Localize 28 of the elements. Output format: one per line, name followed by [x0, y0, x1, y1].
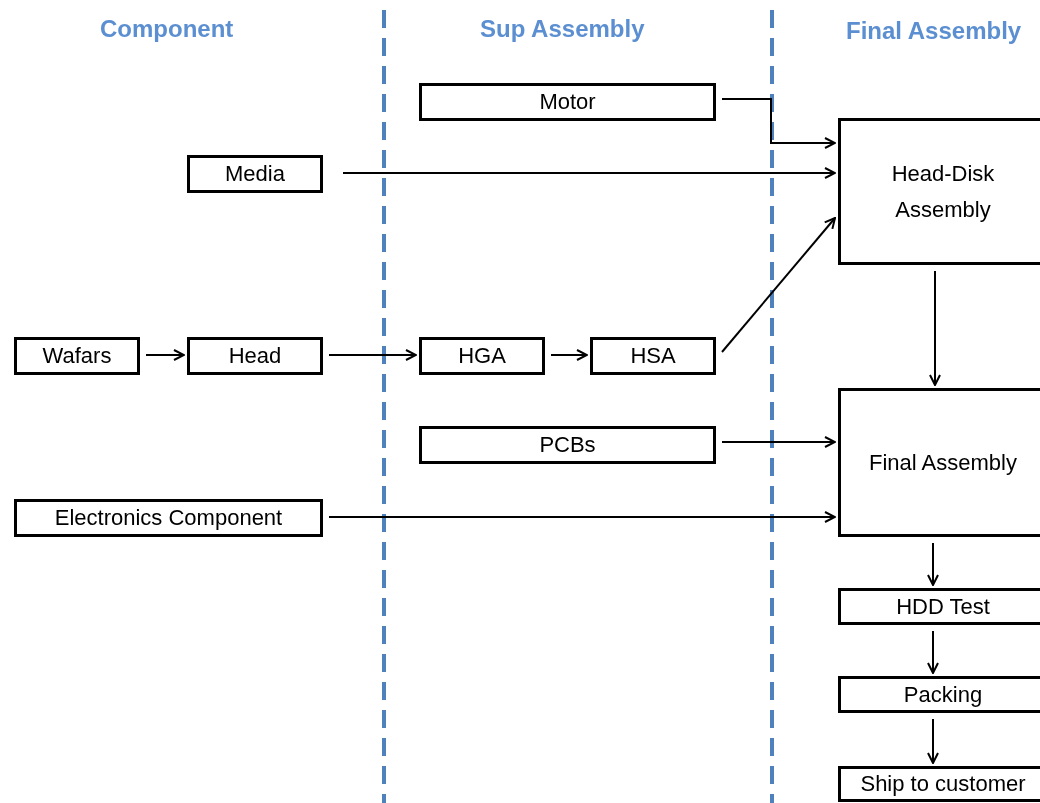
column-header: Sup Assembly [480, 17, 645, 41]
arrow [342, 167, 836, 179]
process-box: Motor [419, 83, 716, 121]
arrow [927, 718, 939, 764]
process-box: Electronics Component [14, 499, 323, 537]
process-box: HDD Test [838, 588, 1040, 625]
arrow [328, 349, 417, 361]
arrow [721, 217, 836, 353]
process-box: HSA [590, 337, 716, 375]
arrow [927, 542, 939, 586]
process-box: HGA [419, 337, 545, 375]
arrow [328, 511, 836, 523]
process-box: Final Assembly [838, 388, 1040, 537]
arrow [721, 98, 836, 149]
process-box: Ship to customer [838, 766, 1040, 802]
process-box: Wafars [14, 337, 140, 375]
arrow [550, 349, 588, 361]
column-header: Component [100, 17, 234, 41]
column-header: Final Assembly [846, 19, 1022, 43]
arrow [145, 349, 185, 361]
arrow [929, 270, 941, 386]
process-box: Media [187, 155, 323, 193]
process-box: Head [187, 337, 323, 375]
arrow [927, 630, 939, 674]
arrow [721, 436, 836, 448]
process-box: Head-Disk Assembly [838, 118, 1040, 265]
process-box: Packing [838, 676, 1040, 713]
process-box: PCBs [419, 426, 716, 464]
